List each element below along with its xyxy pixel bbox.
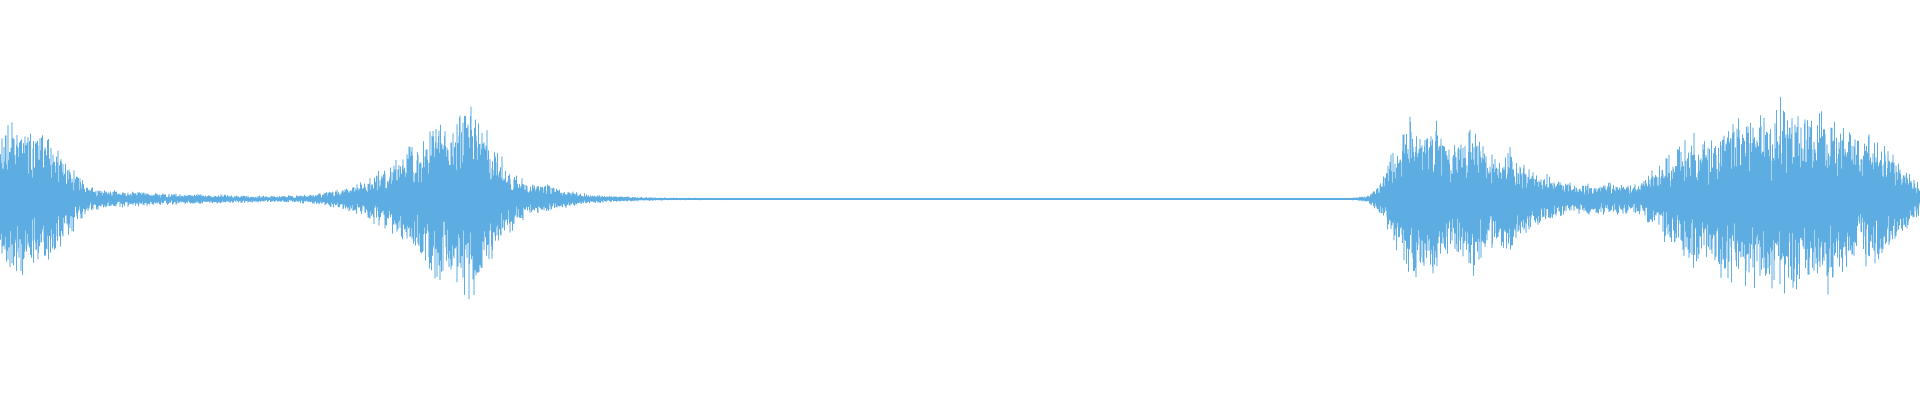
waveform-trace: [0, 96, 1920, 299]
